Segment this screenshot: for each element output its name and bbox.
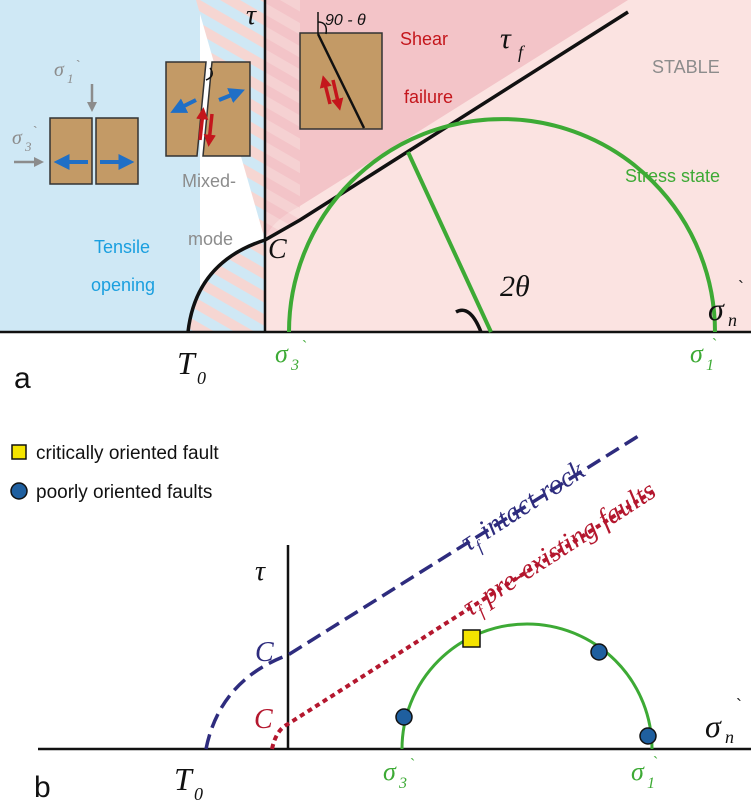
legend: critically oriented fault poorly oriente… [10, 443, 219, 503]
b-sigma3-subscript: 3 [398, 775, 407, 792]
tau-f-label: τ [500, 22, 512, 55]
inset-sigma1-label: σ [54, 59, 65, 81]
sigma3-prime: ` [302, 339, 307, 356]
b-cohesion-intact: C [255, 637, 274, 668]
mixed-shear-arrow-down [203, 113, 216, 147]
poor-fault-marker [639, 727, 657, 745]
shear-angle-arc [317, 21, 328, 35]
b-cohesion-preexisting: C [254, 704, 273, 735]
inset-sigma1-subscript: 1 [67, 71, 74, 86]
mixed-mode-inset [165, 61, 251, 157]
shear-label-line2: failure [404, 87, 453, 107]
radius-line [406, 151, 493, 333]
mohr-circle [287, 117, 717, 333]
b-mohr-circle [400, 622, 654, 750]
legend-poor-label: poorly oriented faults [36, 482, 212, 503]
intact-rock-envelope [204, 433, 641, 750]
mixed-opening-arrow-right [218, 88, 245, 103]
shear-stripe-region [265, 0, 300, 240]
inset-sigma3-subscript: 3 [24, 139, 32, 154]
legend-critical-marker [11, 444, 27, 460]
inset-sigma3-label: σ [12, 127, 23, 149]
shear-label-line1: Shear [400, 29, 448, 49]
tau-axis-label: τ [246, 0, 257, 31]
failure-envelope [186, 10, 629, 333]
cohesion-label: C [268, 234, 287, 265]
b-t0-label: T [174, 761, 194, 797]
t0-label: T [177, 345, 197, 381]
shear-arrow-down [331, 79, 344, 111]
mixed-shear-arrow-up [196, 107, 209, 141]
b-sigma3-label: σ [383, 757, 397, 786]
mixed-angle-arc [205, 67, 213, 81]
sigma3-subscript: 3 [290, 357, 299, 374]
sigma-n-prime: ` [738, 278, 744, 298]
tensile-opening-inset: σ 1 ` σ 3 ` [12, 57, 139, 185]
shear-angle-label: 90 - θ [325, 12, 366, 29]
sigma1-subscript: 1 [706, 357, 714, 374]
angle-2theta-label: 2θ [500, 270, 530, 303]
t0-subscript: 0 [197, 368, 206, 388]
stable-label: STABLE [652, 57, 720, 77]
b-sigma1-label: σ [631, 757, 645, 786]
poor-fault-marker [590, 643, 608, 661]
rock-block-left [49, 117, 93, 185]
inset-sigma3-prime: ` [33, 123, 38, 139]
b-sigma-n-subscript: n [725, 727, 734, 747]
shear-fault-line [316, 33, 366, 129]
poor-fault-marker [395, 708, 413, 726]
panel-a-label: a [14, 362, 31, 395]
sigma3-label: σ [275, 339, 289, 368]
sigma1-prime: ` [712, 337, 717, 354]
b-sigma3-prime: ` [410, 757, 415, 774]
shear-arrow-up [319, 75, 332, 105]
mixed-label-line1: Mixed- [182, 171, 236, 191]
preexisting-fault-envelope [270, 488, 657, 750]
tensile-label: Tensile [94, 237, 150, 257]
critical-fault-marker [462, 629, 481, 648]
sigma1-label: σ [690, 339, 704, 368]
shear-failure-inset: 90 - θ [299, 12, 383, 130]
panel-b-label: b [34, 771, 51, 803]
mixed-block-right [202, 61, 251, 157]
tau-f-subscript: f [518, 42, 526, 62]
mixed-label-line2: mode [188, 229, 233, 249]
legend-poor-marker [10, 482, 28, 500]
b-sigma-n-label: σ [705, 708, 722, 744]
b-tau-label: τ [255, 556, 266, 587]
sigma-n-label: σ [708, 291, 725, 327]
inset-sigma1-prime: ` [76, 57, 81, 73]
sigma-n-subscript: n [728, 310, 737, 330]
legend-critical-label: critically oriented fault [36, 443, 219, 464]
opening-label: opening [91, 275, 155, 295]
panel-b: critically oriented fault poorly oriente… [10, 433, 751, 804]
rock-block-right [95, 117, 139, 185]
b-sigma1-prime: ` [653, 755, 658, 772]
panel-a: τ τ f σ n ` C 2θ T 0 σ 3 ` σ 1 ` Tensile… [0, 0, 751, 395]
stress-state-label: Stress state [625, 166, 720, 186]
mixed-opening-arrow-left [170, 98, 197, 113]
angle-arc [455, 308, 483, 333]
b-sigma-n-prime: ` [736, 696, 742, 716]
b-sigma1-subscript: 1 [647, 775, 655, 792]
b-t0-subscript: 0 [194, 784, 203, 803]
